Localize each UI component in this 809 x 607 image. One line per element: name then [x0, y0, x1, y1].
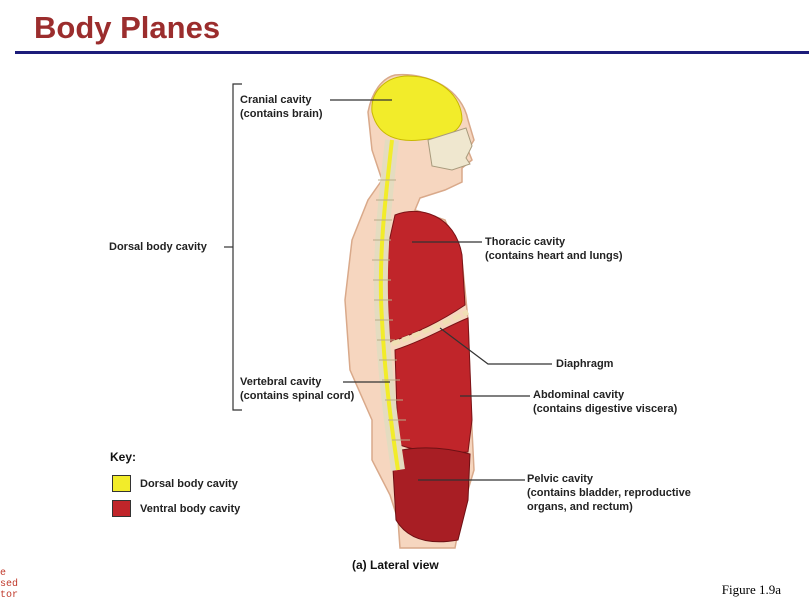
title-rule — [15, 51, 809, 54]
key-swatch-ventral — [112, 500, 131, 517]
abdominal-cavity-note: (contains digestive viscera) — [533, 403, 678, 415]
edge-text-line-3: tor — [0, 590, 19, 601]
key-title: Key: — [110, 450, 137, 464]
thoracic-cavity-shape — [384, 210, 466, 343]
abdominal-cavity-label: Abdominal cavity (contains digestive vis… — [533, 388, 677, 416]
pelvic-cavity-note-1: (contains bladder, reproductive — [527, 487, 691, 499]
slide-title: Body Planes — [34, 10, 221, 45]
abdominal-cavity-shape — [394, 317, 473, 453]
cropped-edge-text: e sed tor — [0, 568, 18, 601]
thoracic-cavity-note: (contains heart and lungs) — [485, 250, 623, 262]
figure-reference: Figure 1.9a — [721, 582, 781, 597]
diaphragm-label: Diaphragm — [556, 358, 614, 370]
cranial-cavity-title: Cranial cavity — [240, 94, 312, 106]
vertebral-cavity-label: Vertebral cavity (contains spinal cord) — [240, 375, 354, 403]
abdominal-cavity-title: Abdominal cavity — [533, 389, 625, 401]
thoracic-cavity-title: Thoracic cavity — [485, 236, 566, 248]
key-label-ventral: Ventral body cavity — [140, 503, 241, 515]
skull-face — [427, 127, 473, 171]
dorsal-bracket — [232, 83, 242, 411]
key-label-dorsal: Dorsal body cavity — [140, 478, 238, 490]
thoracic-cavity-label: Thoracic cavity (contains heart and lung… — [485, 235, 623, 263]
edge-text-line-2: sed — [0, 579, 19, 590]
dorsal-body-cavity-label: Dorsal body cavity — [109, 241, 207, 253]
figure-caption: (a) Lateral view — [352, 558, 439, 572]
pelvic-cavity-label: Pelvic cavity (contains bladder, reprodu… — [527, 472, 691, 514]
diaphragm-leader — [439, 327, 552, 365]
cranial-cavity-shape — [371, 75, 463, 141]
pelvic-cavity-title: Pelvic cavity — [527, 473, 594, 485]
pelvic-cavity-note-2: organs, and rectum) — [527, 501, 633, 513]
pelvic-cavity-shape — [391, 447, 471, 543]
vertebral-cavity-note: (contains spinal cord) — [240, 390, 355, 402]
cranial-cavity-label: Cranial cavity (contains brain) — [240, 93, 323, 121]
edge-text-line-1: e — [0, 568, 7, 579]
cranial-cavity-note: (contains brain) — [240, 108, 323, 120]
vertebra-ticks — [372, 179, 410, 441]
vertebral-cavity-title: Vertebral cavity — [240, 376, 322, 388]
key-swatch-dorsal — [112, 475, 131, 492]
